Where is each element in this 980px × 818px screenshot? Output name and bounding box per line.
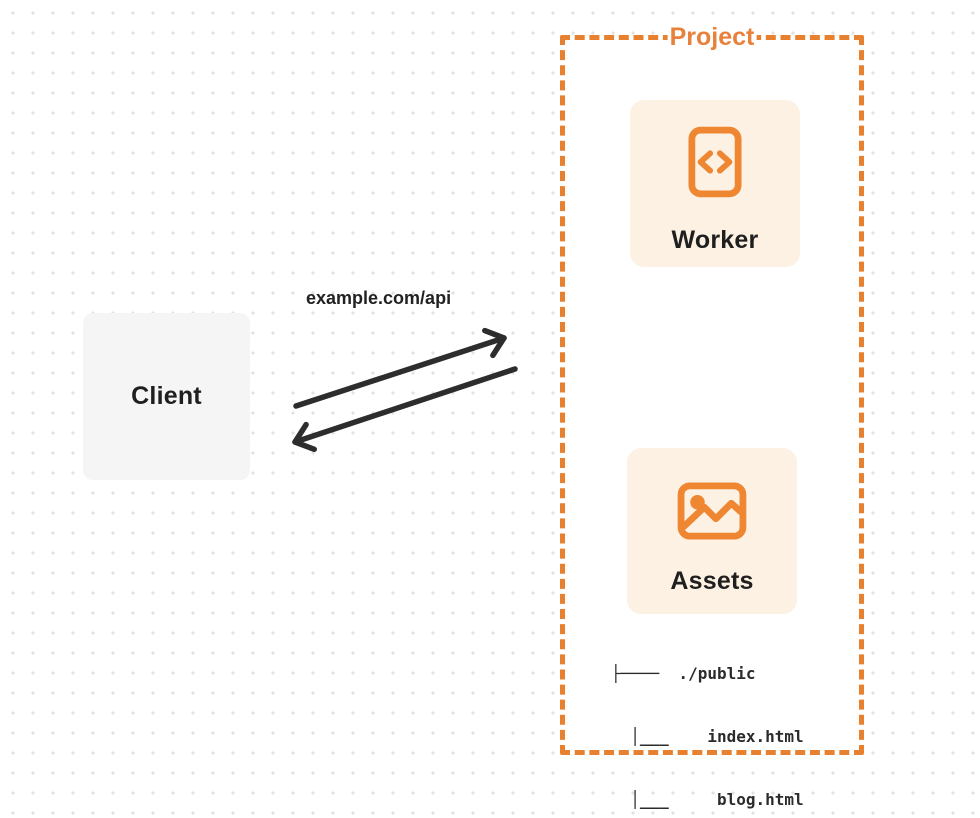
image-icon (677, 482, 747, 545)
worker-label: Worker (671, 226, 759, 254)
file-tree-item: │___ index.html (611, 727, 804, 746)
response-arrow (292, 366, 518, 453)
client-label: Client (131, 382, 202, 410)
request-arrow (293, 327, 507, 409)
file-tree-item: │___ blog.html (611, 790, 804, 809)
project-label: Project (667, 21, 757, 53)
project-boundary: Project Worker Assets (560, 21, 864, 809)
file-tree: ├──── ./public │___ index.html │___ blog… (611, 621, 804, 818)
client-node: Client (83, 313, 250, 480)
code-document-icon (688, 125, 742, 204)
file-tree-root: ├──── ./public (611, 664, 756, 683)
assets-label: Assets (670, 567, 754, 595)
assets-node: Assets (627, 448, 797, 614)
request-url-label: example.com/api (306, 288, 452, 308)
worker-node: Worker (630, 100, 800, 267)
